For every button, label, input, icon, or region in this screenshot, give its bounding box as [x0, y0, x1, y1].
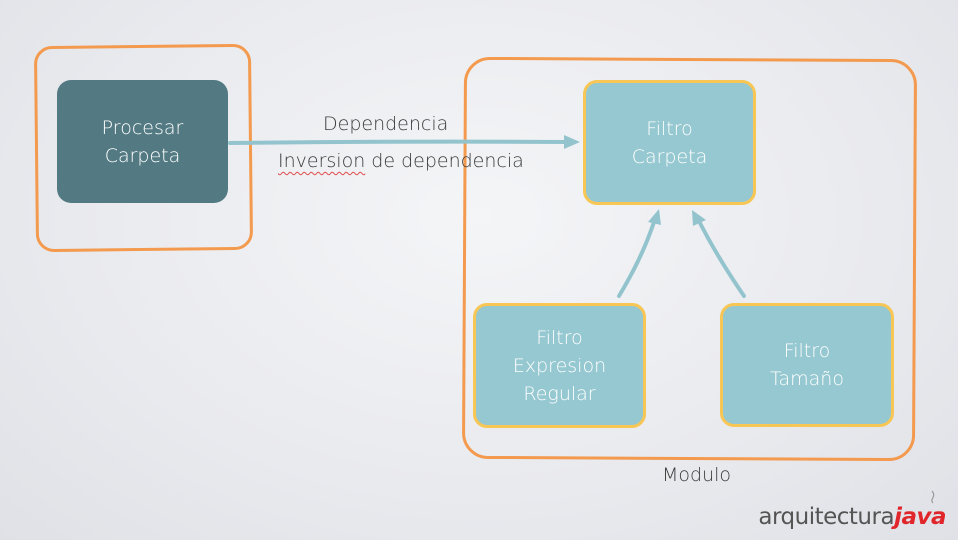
edge-label-dependencia: Dependencia — [323, 113, 449, 135]
node-filtro-expresion-regular: Filtro Expresion Regular — [473, 303, 646, 428]
spellcheck-word: Inversion — [278, 150, 366, 172]
edge-label-inversion-de-dependencia: Inversion de dependencia — [278, 150, 524, 172]
node-filtro-carpeta-label: Filtro Carpeta — [631, 117, 708, 168]
node-filtro-expresion-regular-label: Filtro Expresion Regular — [512, 326, 607, 405]
node-procesar-carpeta-label: Procesar Carpeta — [101, 116, 184, 167]
node-procesar-carpeta: Procesar Carpeta — [57, 80, 228, 203]
inversion-rest-text: de dependencia — [365, 150, 524, 172]
node-filtro-tamano-label: Filtro Tamaño — [770, 340, 844, 390]
module-label: Modulo — [662, 464, 732, 486]
logo-text-java: java — [894, 504, 946, 530]
node-filtro-carpeta: Filtro Carpeta — [583, 80, 756, 205]
node-filtro-tamano: Filtro Tamaño — [720, 303, 894, 427]
logo-steam-icon — [931, 490, 935, 504]
arquitecturajava-logo: arquitecturajava — [758, 504, 946, 530]
logo-text-arquitectura: arquitectura — [758, 504, 895, 530]
